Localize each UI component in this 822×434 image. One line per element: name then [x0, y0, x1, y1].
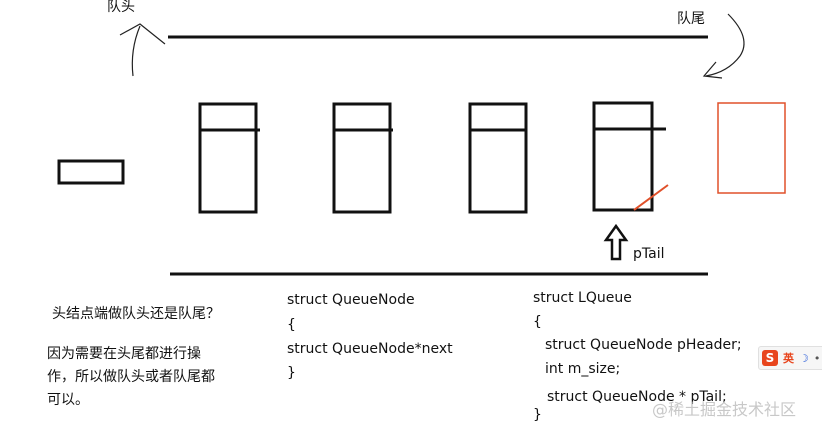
new-node	[717, 102, 786, 194]
code-lqueue-line-4: int m_size;	[545, 361, 621, 377]
sogou-logo-icon: S	[762, 350, 778, 366]
ime-extra-icon[interactable]: •	[813, 351, 821, 365]
ptail-label: pTail	[633, 246, 665, 262]
code-lqueue-line-5: struct QueueNode * pTail;	[547, 389, 727, 405]
note-question: 头结点端做队头还是队尾？	[52, 306, 220, 322]
ptail-arrow	[603, 223, 629, 261]
code-lqueue-line-1: struct LQueue	[533, 290, 632, 306]
queue-node-2	[332, 102, 393, 214]
queue-node-3	[468, 102, 528, 214]
code-queuenode-line-3: struct QueueNode*next	[287, 341, 453, 357]
moon-icon[interactable]: ☽	[799, 351, 809, 365]
ime-toolbar[interactable]: S 英 ☽ •	[758, 346, 822, 370]
dequeue-arrow	[119, 23, 166, 77]
code-queuenode-line-4: }	[287, 365, 296, 381]
next-pointer-line	[633, 184, 669, 211]
note-answer-line-2: 作，所以做队头或者队尾都	[47, 369, 215, 385]
code-lqueue-line-3: struct QueueNode pHeader;	[545, 337, 742, 353]
code-queuenode-line-2: {	[287, 317, 296, 333]
watermark: @稀土掘金技术社区	[652, 400, 797, 419]
head-node	[57, 159, 125, 185]
queue-node-1	[198, 102, 260, 214]
note-answer-line-3: 可以。	[47, 392, 89, 408]
enqueue-arrow	[702, 13, 745, 79]
queue-node-4	[592, 101, 666, 212]
queue-head-label: 队头	[107, 0, 135, 15]
code-lqueue-line-6: }	[533, 407, 542, 423]
code-lqueue-line-2: {	[533, 314, 542, 330]
note-answer-line-1: 因为需要在头尾都进行操	[47, 346, 201, 362]
queue-tail-label: 队尾	[677, 11, 705, 27]
code-queuenode-line-1: struct QueueNode	[287, 292, 415, 308]
ime-mode-toggle[interactable]: 英	[783, 352, 794, 365]
